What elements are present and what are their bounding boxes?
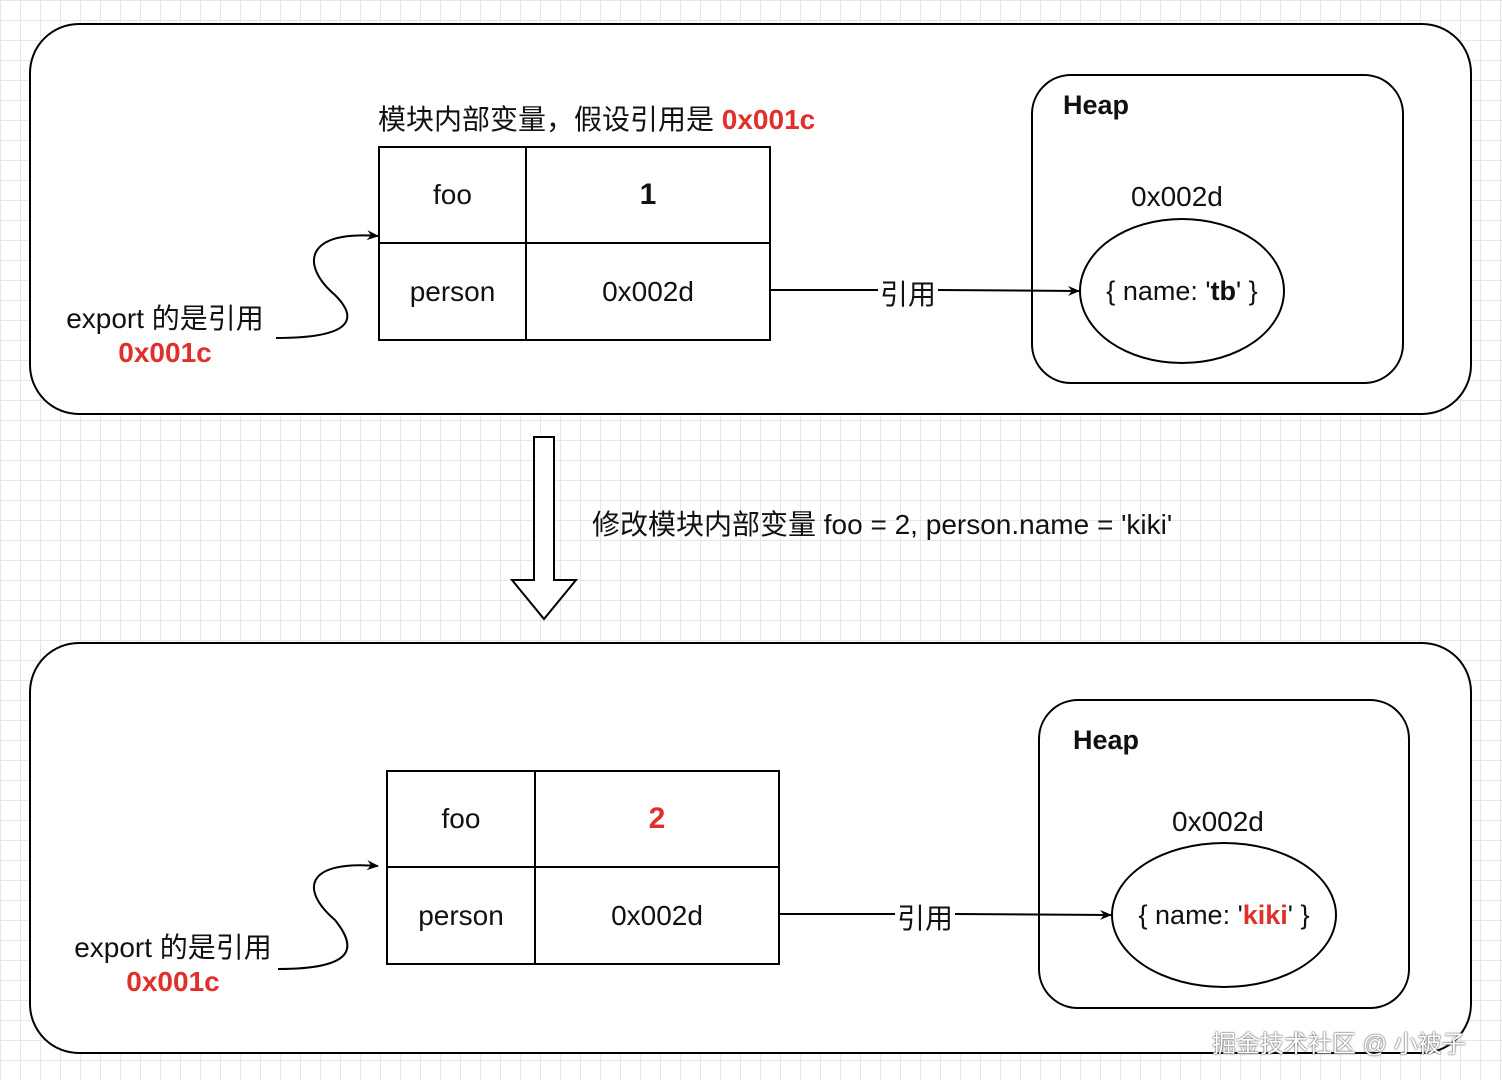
top-export-note: export 的是引用 0x001c	[58, 302, 272, 370]
top-module-title: 模块内部变量，假设引用是 0x001c	[378, 98, 815, 138]
export-note-address: 0x001c	[118, 337, 212, 368]
top-variable-table: foo 1 person 0x002d	[378, 146, 771, 341]
object-name-value: kiki	[1242, 899, 1288, 930]
export-note-text: export 的是引用	[74, 932, 272, 963]
top-module-title-text: 模块内部变量，假设引用是	[378, 104, 722, 135]
table-row: foo 1	[378, 146, 771, 244]
object-name-value: tb	[1210, 275, 1236, 306]
transition-down-arrow	[509, 436, 579, 621]
bottom-ref-line-right	[954, 909, 1112, 920]
bottom-export-note: export 的是引用 0x001c	[66, 931, 280, 999]
object-suffix: ' }	[1287, 899, 1310, 930]
export-note-text: export 的是引用	[66, 303, 264, 334]
table-row: foo 2	[386, 770, 780, 868]
table-row: person 0x002d	[386, 866, 780, 965]
bottom-heap-address: 0x002d	[1172, 806, 1264, 837]
top-heap-object: { name: 'tb' }	[1079, 218, 1285, 364]
top-ref-line-right	[937, 285, 1080, 296]
object-suffix: ' }	[1236, 275, 1258, 306]
table-value-foo: 2	[534, 770, 780, 868]
table-key-person: person	[378, 242, 527, 341]
watermark: 掘金技术社区 @ 小被子	[1212, 1031, 1466, 1058]
top-heap-address: 0x002d	[1131, 181, 1223, 212]
bottom-variable-table: foo 2 person 0x002d	[386, 770, 780, 965]
table-key-person: person	[386, 866, 536, 965]
bottom-export-curve-arrow	[277, 860, 379, 970]
table-value-person: 0x002d	[525, 242, 771, 341]
transition-label: 修改模块内部变量 foo = 2, person.name = 'kiki'	[592, 509, 1173, 540]
top-ref-label: 引用	[880, 279, 937, 310]
top-export-curve-arrow	[275, 230, 379, 339]
table-key-foo: foo	[378, 146, 527, 244]
object-prefix: { name: '	[1138, 899, 1243, 930]
bottom-ref-label: 引用	[897, 903, 954, 934]
export-note-address: 0x001c	[126, 966, 220, 997]
top-module-title-address: 0x001c	[721, 104, 816, 135]
table-row: person 0x002d	[378, 242, 771, 341]
bottom-heap-title: Heap	[1073, 725, 1140, 755]
table-value-person: 0x002d	[534, 866, 780, 965]
bottom-heap-object: { name: 'kiki' }	[1111, 842, 1337, 988]
object-prefix: { name: '	[1106, 275, 1211, 306]
table-key-foo: foo	[386, 770, 536, 868]
top-heap-title: Heap	[1063, 90, 1130, 120]
table-value-foo: 1	[525, 146, 771, 244]
